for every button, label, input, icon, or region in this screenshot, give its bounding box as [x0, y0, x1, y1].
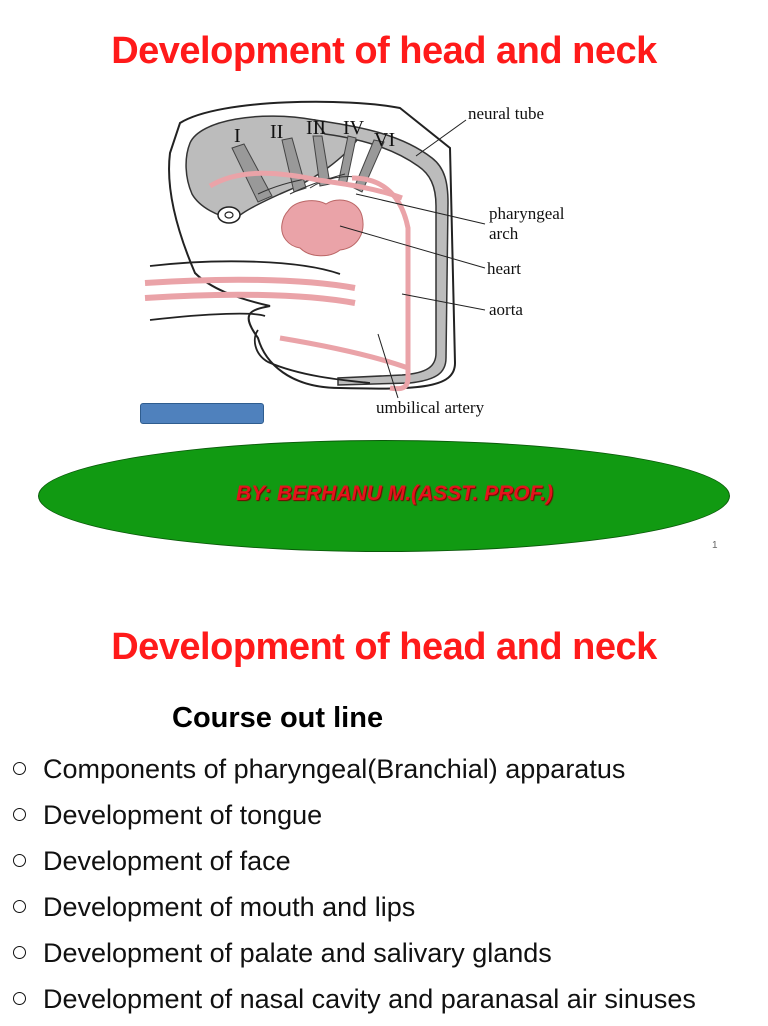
gut-stalk [144, 276, 356, 306]
bullet-icon [13, 762, 26, 775]
label-pharyngeal-arch: arch [489, 224, 519, 243]
slide-1: Development of head and neck [38, 30, 730, 552]
slide-separator [0, 580, 768, 600]
arch-numeral: I [234, 125, 241, 147]
bullet-icon [13, 808, 26, 821]
slide-title: Development of head and neck [111, 626, 657, 668]
label-heart: heart [487, 259, 521, 278]
author-ellipse [38, 440, 730, 552]
blue-box [140, 403, 264, 424]
head-vessel [208, 170, 403, 201]
neural-tube [313, 118, 449, 386]
course-outline-heading: Course out line [172, 702, 384, 734]
aorta-vessel [351, 175, 411, 392]
arch-numeral: IV [343, 117, 365, 139]
page-number: 1 [712, 540, 718, 551]
bullet-icon [13, 992, 26, 1005]
label-umbilical-artery: umbilical artery [376, 398, 485, 417]
tail [253, 329, 371, 384]
arch-numeral: II [270, 121, 283, 143]
author-credit: BY: BERHANU M.(ASST. PROF.) [236, 482, 553, 505]
embryo-diagram: I II III IV VI neural tube pharyngeal ar… [140, 98, 610, 428]
bullet-icon [13, 946, 26, 959]
arch-numeral: III [306, 117, 326, 139]
slide-2: Development of head and neck Course out … [0, 600, 768, 1024]
umbilical-vessel [279, 335, 409, 371]
bullet-icon [13, 854, 26, 867]
bullet-icon [13, 900, 26, 913]
label-neural-tube: neural tube [468, 104, 544, 123]
label-pharyngeal-arch: pharyngeal [489, 204, 565, 223]
arch-numeral: VI [374, 129, 395, 151]
slide-title: Development of head and neck [111, 30, 657, 72]
heart-shape [281, 199, 364, 257]
label-aorta: aorta [489, 300, 523, 319]
